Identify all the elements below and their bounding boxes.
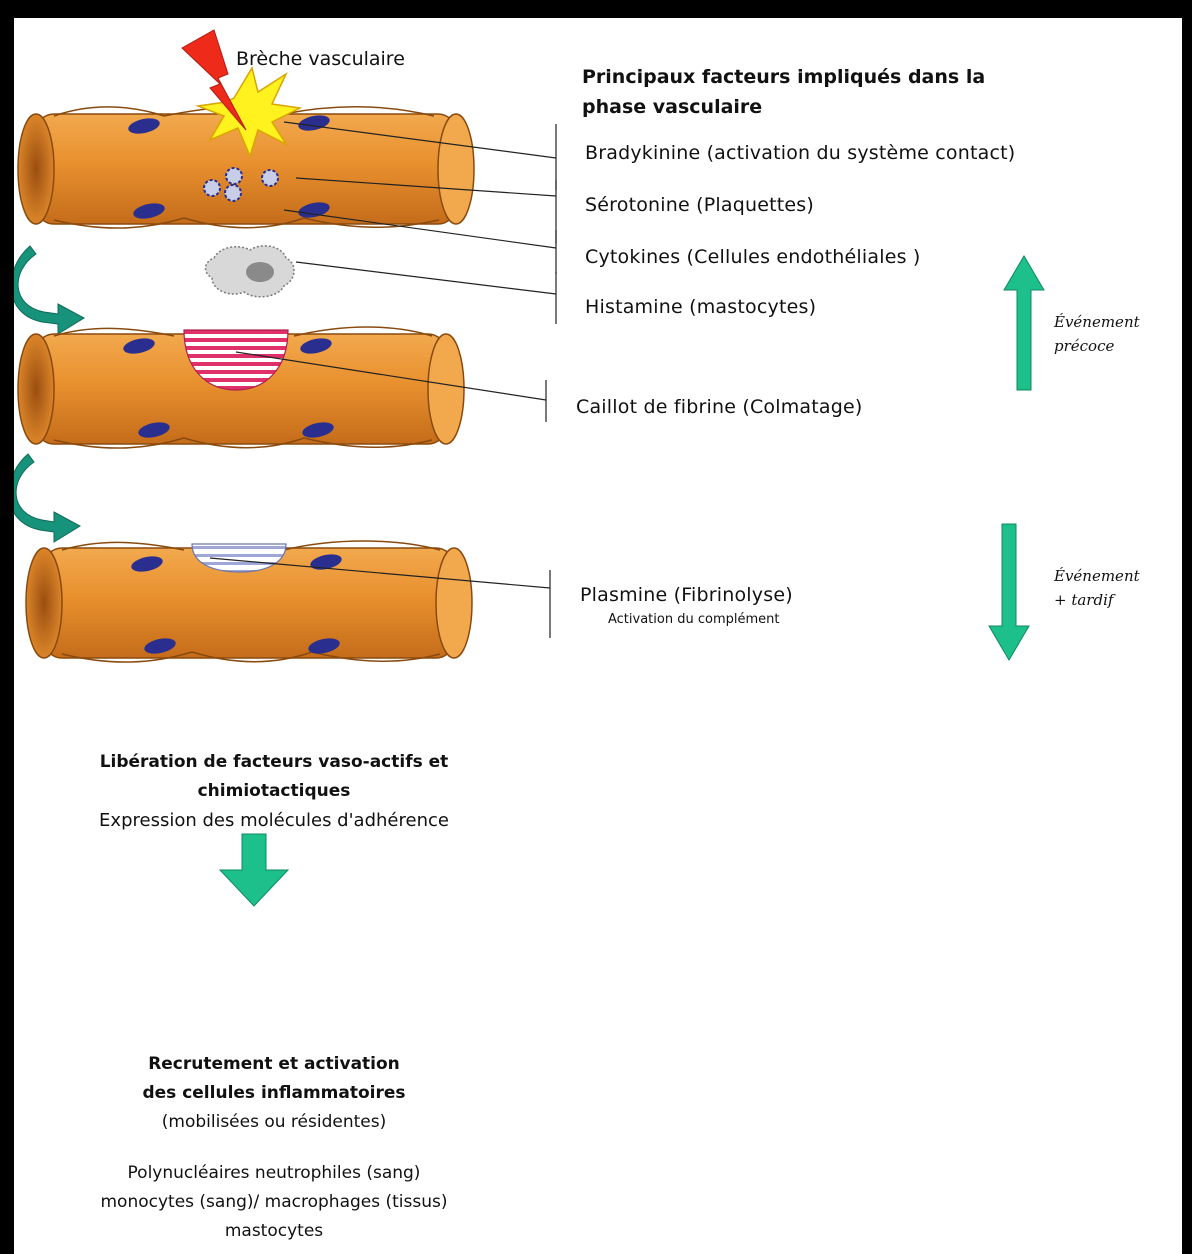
arrow-down-icon [989, 524, 1029, 660]
heading: Principaux facteurs impliqués dans la ph… [582, 62, 985, 122]
release-block: Libération de facteurs vaso-actifs et ch… [14, 748, 534, 835]
plasmine-subtitle: Activation du complément [608, 612, 779, 627]
heading-line: phase vasculaire [582, 92, 985, 122]
release-line: chimiotactiques [14, 777, 534, 806]
factor-bradykinine: Bradykinine (activation du système conta… [585, 142, 1015, 164]
breach-label: Brèche vasculaire [236, 48, 405, 70]
release-line: Libération de facteurs vaso-actifs et [14, 748, 534, 777]
curved-arrow-icon [14, 246, 84, 334]
factor-serotonine: Sérotonine (Plaquettes) [585, 194, 814, 216]
heading-line: Principaux facteurs impliqués dans la [582, 62, 985, 92]
curved-arrow-icon [14, 454, 80, 542]
mast-cell-icon [205, 246, 294, 297]
factor-caillot: Caillot de fibrine (Colmatage) [576, 396, 863, 418]
cell-type: monocytes (sang)/ macrophages (tissus) [14, 1188, 534, 1217]
cell-type: Polynucléaires neutrophiles (sang) [14, 1159, 534, 1188]
diagram-panel: Brèche vasculaire Principaux facteurs im… [14, 18, 1182, 1254]
recruit-line: (mobilisées ou résidentes) [14, 1108, 534, 1137]
cell-type: mastocytes [14, 1217, 534, 1246]
early-event-line: Événement [1054, 310, 1140, 334]
block-arrow-down-icon [220, 834, 288, 906]
late-event-note: Événement + tardif [1054, 564, 1140, 612]
recruit-line: des cellules inflammatoires [14, 1079, 534, 1108]
arrow-up-icon [1004, 256, 1044, 390]
factor-cytokines: Cytokines (Cellules endothéliales ) [585, 246, 921, 268]
factor-plasmine: Plasmine (Fibrinolyse) [580, 584, 793, 606]
late-event-line: + tardif [1054, 588, 1140, 612]
vessel-bottom [26, 541, 472, 662]
release-line: Expression des molécules d'adhérence [14, 806, 534, 835]
recruit-block: Recrutement et activation des cellules i… [14, 1050, 534, 1246]
early-event-line: précoce [1054, 334, 1140, 358]
recruit-line: Recrutement et activation [14, 1050, 534, 1079]
early-event-note: Événement précoce [1054, 310, 1140, 358]
factor-histamine: Histamine (mastocytes) [585, 296, 816, 318]
late-event-line: Événement [1054, 564, 1140, 588]
vessel-middle [18, 327, 464, 448]
